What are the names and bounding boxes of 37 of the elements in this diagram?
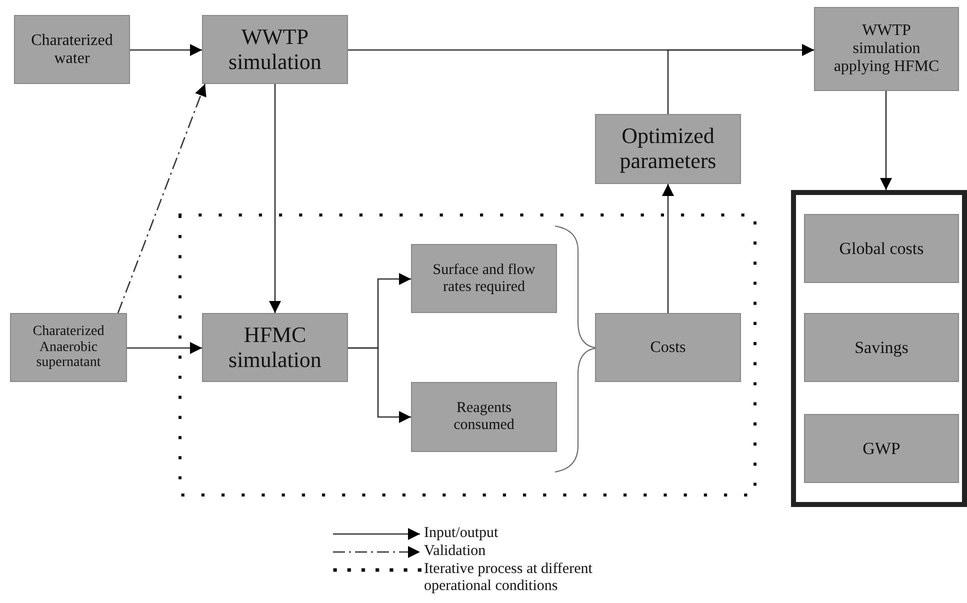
box-label: Costs [650, 338, 686, 356]
box-label: Charaterized water [30, 32, 114, 68]
box-label: Charaterized Anaerobic supernatant [32, 324, 106, 371]
process-box [411, 382, 557, 452]
arrow [880, 91, 892, 190]
arrow [127, 342, 202, 354]
arrow [130, 44, 202, 56]
process-box [14, 15, 130, 84]
box-label: Savings [854, 338, 908, 358]
box-label: Surface and flow rates required [432, 262, 536, 296]
dash-dot-arrow [117, 84, 206, 314]
arrow [348, 347, 411, 423]
legend-label: Input/output [424, 525, 500, 542]
process-box [804, 313, 959, 382]
dotted-group-frame [178, 213, 757, 497]
result-frame [791, 190, 967, 507]
legend-label: Iterative process at different operational conditions [424, 561, 594, 594]
process-box [814, 7, 959, 91]
legend-label: Validation [424, 543, 487, 560]
process-box [10, 313, 127, 382]
arrow [667, 44, 814, 114]
box-label: Global costs [839, 238, 924, 258]
process-box [411, 244, 557, 313]
process-box [595, 313, 741, 382]
arrow [662, 184, 674, 313]
box-label: HFMC simulation [228, 322, 322, 372]
process-box [595, 114, 741, 184]
process-box [804, 414, 959, 483]
box-label: GWP [862, 438, 900, 458]
box-label: WWTP simulation [228, 24, 322, 74]
process-box [202, 313, 348, 382]
box-label: Reagents consumed [452, 400, 516, 434]
arrow [269, 84, 281, 313]
box-label: Optimized parameters [618, 124, 718, 174]
box-label: WWTP simulation applying HFMC [832, 22, 940, 76]
process-box [804, 214, 959, 283]
process-box [202, 15, 348, 84]
